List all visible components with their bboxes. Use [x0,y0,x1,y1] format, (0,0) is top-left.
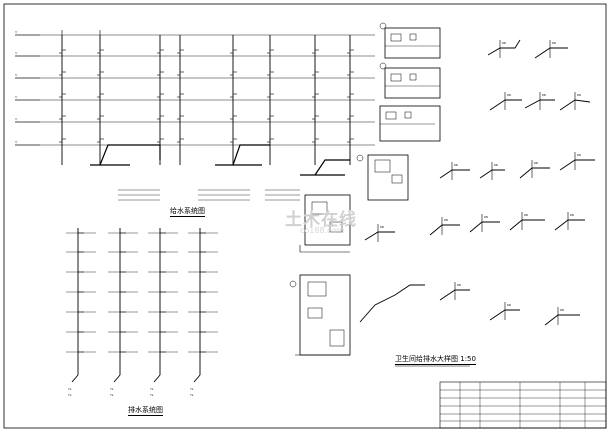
iso-tag: DN [560,308,564,312]
iso-tag: DN [444,218,448,222]
watermark-url: co188.com [300,226,345,235]
watermark-logo: 土木在线 [285,210,357,230]
drain-outlet [193,374,201,383]
fixture [409,33,417,41]
drain-label: YL [68,387,72,391]
circle-label-2 [379,62,387,70]
iso-pipe [364,231,395,241]
fixture [404,111,412,119]
drain-outlet [153,374,161,383]
supply-main-1 [99,144,161,166]
floor-mark: ▽ [15,30,18,34]
iso-tag: DN [534,161,538,165]
floor-mark: ▽ [15,51,18,55]
iso-pipe [439,169,470,179]
shower-c [329,329,345,347]
iso-pipe [554,219,585,231]
fixture [409,73,417,81]
floor-mark: ▽ [15,117,18,121]
drain-label: YL [190,393,194,397]
toilet-c [307,281,327,297]
iso-tag: DN [380,225,384,229]
floor-mark: ▽ [15,73,18,77]
iso-tag: DN [552,41,556,45]
circle-label-4 [289,280,297,288]
floor-mark: ▽ [15,95,18,99]
iso-pipe [487,39,521,56]
bath-plan-c [299,274,351,356]
iso-tag: DN [542,93,546,97]
riser-top [61,30,101,35]
drain-outlet [71,374,79,383]
drain-label: YL [150,393,154,397]
iso-pipe [489,99,522,111]
supply-main-3 [314,159,350,176]
iso-tag: DN [570,213,574,217]
iso-tag: DN [484,215,488,219]
supply-main-2 [232,144,270,166]
iso-tag: DN [454,163,458,167]
bathroom-detail-title: 卫生间给排水大样图 1:50 [395,356,476,365]
basin-a [391,174,403,184]
iso-tag: DN [502,41,506,45]
iso-pipe [479,169,505,179]
iso-tag: DN [524,213,528,217]
drain-label: YL [110,393,114,397]
drain-label: YL [110,387,114,391]
iso-tag: DN [507,303,511,307]
bath-b-dim [299,245,350,253]
iso-pipe [544,314,580,326]
sheet-border [3,3,607,429]
circle-label-3 [356,154,364,162]
iso-tag: DN [494,163,498,167]
circle-label-1 [379,22,387,30]
iso-pipe [469,221,500,233]
iso-pipe [429,224,460,236]
drain-system-title: 排水系统图 [128,406,163,416]
floor-mark: ▽ [15,140,18,144]
iso-pipe [559,159,595,171]
bath-plan-a [367,154,409,201]
iso-tag: DN [577,93,581,97]
toilet-b [311,201,328,215]
bathroom-detail-name: 卫生间给排水大样图 [395,355,458,363]
supply-system-title: 给水系统图 [170,207,205,217]
iso-tag: DN [507,93,511,97]
basin-c [307,307,323,319]
drain-outlet [113,374,121,383]
plan-3 [379,105,441,142]
fixture [385,111,397,120]
drain-label: YL [68,393,72,397]
drain-label: YL [150,387,154,391]
bath-plan-b [304,194,351,246]
iso-pipe [519,167,550,179]
drain-label: YL [190,387,194,391]
iso-tag: DN [457,283,461,287]
plan-2 [384,67,441,99]
title-block [439,381,607,429]
toilet-a [374,159,391,173]
fixture [390,33,402,42]
bathroom-detail-scale: 1:50 [460,355,476,363]
iso-pipe [509,219,545,231]
basin-b [329,221,343,233]
plan-1 [384,27,441,59]
fixture [390,73,402,82]
iso-tag: DN [577,153,581,157]
iso-pipe [359,284,425,323]
iso-pipe [534,47,568,59]
